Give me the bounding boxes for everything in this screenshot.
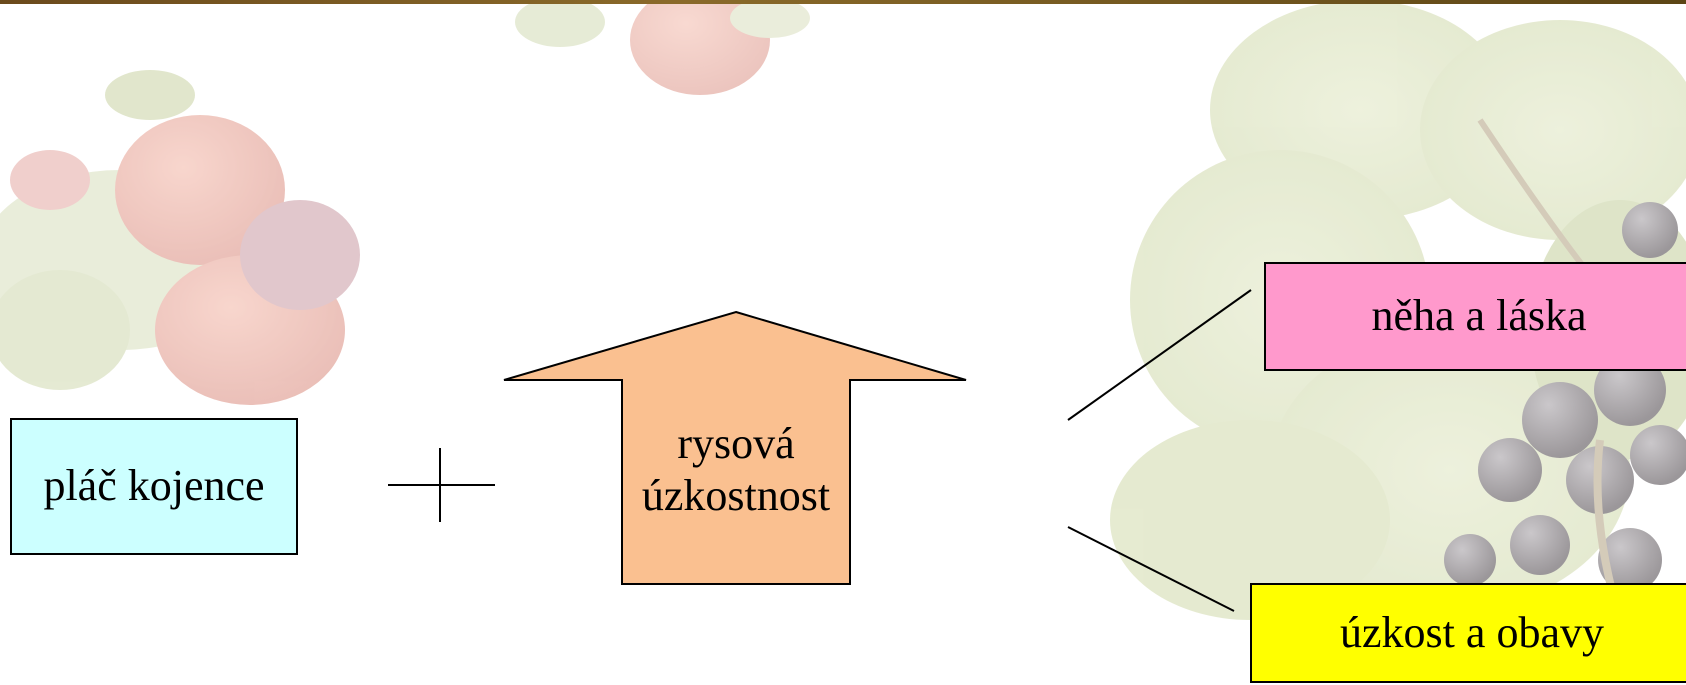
trait-anxiety-line1: rysová [622,418,850,470]
tenderness-love-box: něha a láska [1264,262,1686,371]
anxiety-worry-box: úzkost a obavy [1250,583,1686,683]
anxiety-worry-label: úzkost a obavy [1340,609,1604,657]
infant-crying-label: pláč kojence [43,462,264,510]
branch-line-upper [1068,290,1251,420]
infant-crying-box: pláč kojence [10,418,298,555]
branch-line-lower [1068,527,1234,611]
trait-anxiety-label: rysová úzkostnost [622,418,850,522]
trait-anxiety-line2: úzkostnost [622,470,850,522]
tenderness-love-label: něha a láska [1372,292,1587,340]
plus-icon [388,448,495,522]
